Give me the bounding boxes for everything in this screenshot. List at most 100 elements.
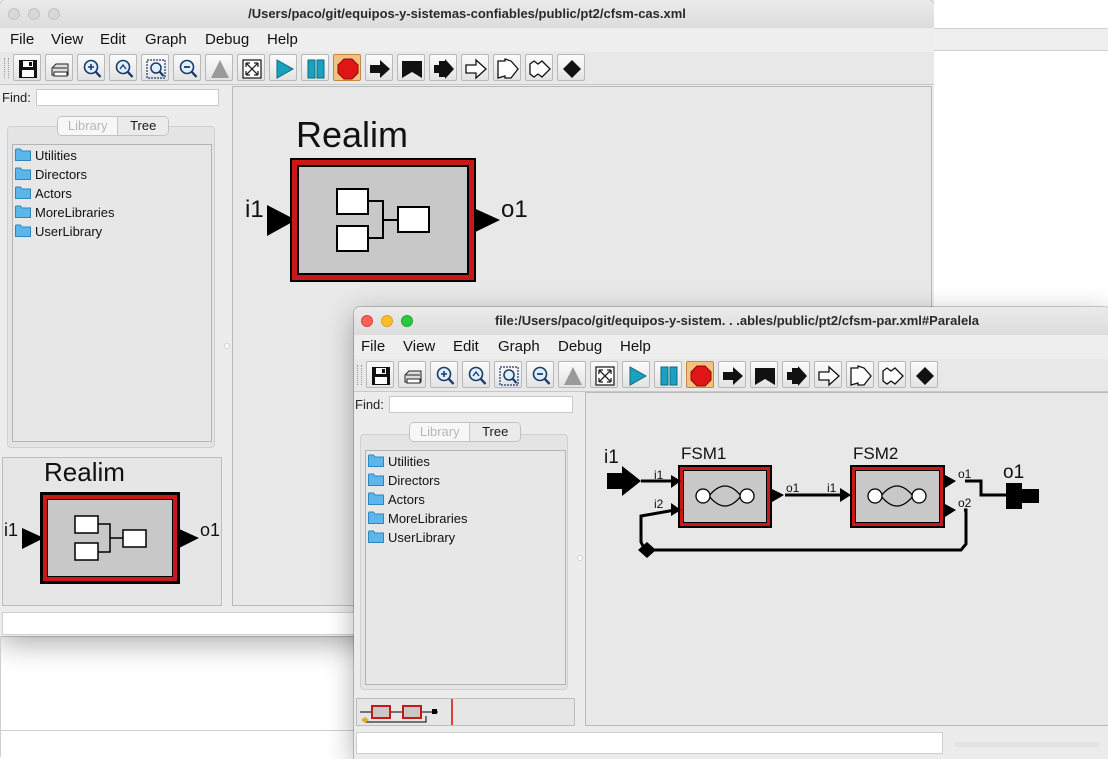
fsm2-output-port-o1[interactable] [945, 475, 956, 488]
fsm1-actor[interactable] [678, 465, 772, 528]
toolbar [354, 359, 1108, 392]
menu-file[interactable]: File [361, 338, 386, 355]
stop-button[interactable] [686, 361, 714, 388]
save-icon [19, 60, 37, 78]
library-item[interactable]: Directors [368, 472, 440, 491]
menu-file[interactable]: File [10, 31, 35, 48]
zoom-window-button[interactable] [401, 315, 413, 327]
menu-graph[interactable]: Graph [145, 31, 187, 48]
triple-arrow-outline-button[interactable] [878, 361, 906, 388]
menu-help[interactable]: Help [267, 31, 298, 48]
library-item[interactable]: UserLibrary [15, 223, 102, 242]
input-port[interactable] [267, 205, 296, 236]
external-output-port[interactable] [1006, 483, 1039, 509]
library-item[interactable]: UserLibrary [368, 529, 455, 548]
diamond-button[interactable] [557, 54, 585, 81]
toolbar-grip[interactable] [4, 58, 9, 78]
zoom-window-button[interactable] [48, 8, 60, 20]
run-button[interactable] [269, 54, 297, 81]
save-button[interactable] [366, 361, 394, 388]
print-button[interactable] [398, 361, 426, 388]
up-button[interactable] [558, 361, 586, 388]
menu-edit[interactable]: Edit [453, 338, 479, 355]
zoom-fit-button[interactable] [141, 54, 169, 81]
minimize-window-button[interactable] [381, 315, 393, 327]
library-item[interactable]: MoreLibraries [15, 204, 114, 223]
menu-view[interactable]: View [51, 31, 84, 48]
library-item[interactable]: Directors [15, 166, 87, 185]
close-window-button[interactable] [8, 8, 20, 20]
double-arrow-outline-button[interactable] [493, 54, 521, 81]
stop-button[interactable] [333, 54, 361, 81]
zoom-in-button[interactable] [430, 361, 458, 388]
graph-navigator[interactable]: Realim i1 o1 [2, 457, 222, 606]
double-arrow-outline-button[interactable] [846, 361, 874, 388]
library-item[interactable]: Actors [368, 491, 425, 510]
splitter-handle[interactable] [577, 555, 583, 561]
graph-navigator[interactable] [356, 698, 575, 726]
run-button[interactable] [622, 361, 650, 388]
fsm1-input-port-i2[interactable] [671, 503, 681, 516]
zoom-in-button[interactable] [77, 54, 105, 81]
tab-library[interactable]: Library [58, 117, 119, 135]
toolbar-grip[interactable] [357, 365, 362, 385]
find-input[interactable] [389, 396, 573, 413]
diamond-icon [916, 367, 934, 385]
triple-arrow-outline-button[interactable] [525, 54, 553, 81]
preview-input-port [22, 528, 44, 549]
tab-library[interactable]: Library [410, 423, 471, 441]
find-input[interactable] [36, 89, 219, 106]
library-item[interactable]: MoreLibraries [368, 510, 467, 529]
folder-icon [368, 473, 384, 489]
arrow-outline-button[interactable] [814, 361, 842, 388]
save-button[interactable] [13, 54, 41, 81]
zoom-reset-button[interactable] [109, 54, 137, 81]
fsm2-output-port-o2[interactable] [945, 504, 956, 517]
library-item[interactable]: Actors [15, 185, 72, 204]
tab-tree[interactable]: Tree [470, 423, 520, 441]
zoom-fit-button[interactable] [494, 361, 522, 388]
fsm1-input-port-i1[interactable] [671, 475, 681, 488]
front-window-titlebar[interactable]: file:/Users/paco/git/equipos-y-sistem. .… [354, 307, 1108, 336]
graph-canvas[interactable]: i1 o1 FSM1 [585, 392, 1108, 726]
stop-icon [690, 365, 712, 387]
menu-edit[interactable]: Edit [100, 31, 126, 48]
fsm1-output-port-o1[interactable] [772, 489, 784, 502]
flag-button[interactable] [397, 54, 425, 81]
step-arrow-button[interactable] [718, 361, 746, 388]
print-button[interactable] [45, 54, 73, 81]
library-item[interactable]: Utilities [368, 453, 430, 472]
preview-actor-name: Realim [44, 457, 125, 487]
fullscreen-button[interactable] [590, 361, 618, 388]
menu-debug[interactable]: Debug [558, 338, 603, 355]
library-item[interactable]: Utilities [15, 147, 77, 166]
back-window-titlebar[interactable]: /Users/paco/git/equipos-y-sistemas-confi… [0, 0, 934, 29]
tab-tree[interactable]: Tree [118, 117, 168, 135]
zoom-out-button[interactable] [526, 361, 554, 388]
minimize-window-button[interactable] [28, 8, 40, 20]
diamond-icon [563, 60, 581, 78]
menu-view[interactable]: View [403, 338, 436, 355]
zoom-reset-button[interactable] [462, 361, 490, 388]
diamond-button[interactable] [910, 361, 938, 388]
arrow-outline-button[interactable] [461, 54, 489, 81]
canvas-diagram: Realim i1 o1 [245, 114, 528, 282]
up-button[interactable] [205, 54, 233, 81]
close-window-button[interactable] [361, 315, 373, 327]
arrow-notched-button[interactable] [782, 361, 810, 388]
fullscreen-button[interactable] [237, 54, 265, 81]
menu-help[interactable]: Help [620, 338, 651, 355]
splitter-handle[interactable] [224, 343, 230, 349]
pause-button[interactable] [301, 54, 329, 81]
flag-button[interactable] [750, 361, 778, 388]
pause-button[interactable] [654, 361, 682, 388]
arrow-notched-button[interactable] [429, 54, 457, 81]
menu-debug[interactable]: Debug [205, 31, 250, 48]
fsm2-input-port-i1[interactable] [840, 488, 851, 502]
zoom-out-button[interactable] [173, 54, 201, 81]
fsm2-actor[interactable] [850, 465, 945, 528]
external-input-port[interactable] [607, 466, 641, 496]
menu-graph[interactable]: Graph [498, 338, 540, 355]
relation-diamond[interactable] [638, 542, 656, 558]
step-arrow-button[interactable] [365, 54, 393, 81]
